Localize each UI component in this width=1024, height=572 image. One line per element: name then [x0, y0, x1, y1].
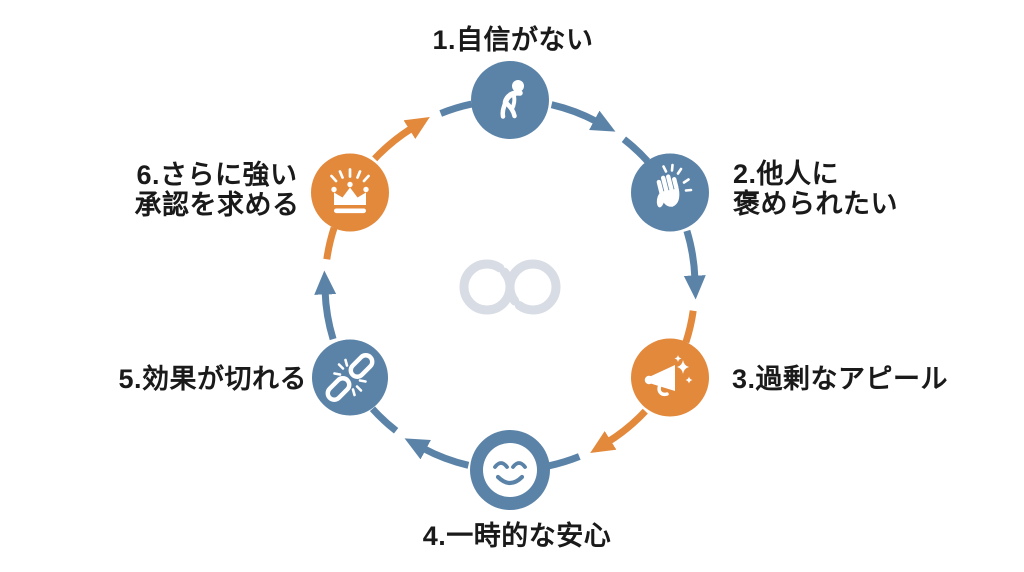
arrow-stub-6: [323, 226, 338, 260]
arrow-stub-5: [369, 406, 399, 434]
crown-icon: [330, 168, 370, 214]
arrow-4-to-5: [404, 438, 470, 469]
clapping-hands-icon: [656, 163, 693, 208]
node-5-circle: [312, 339, 388, 416]
break-sparks: [333, 358, 367, 397]
arrow-1-to-2: [550, 101, 616, 132]
step-6-line-2: 承認を求める: [134, 190, 300, 220]
node-1: [471, 61, 549, 139]
arrow-stub-1: [439, 100, 473, 117]
arrow-2-to-3: [683, 229, 706, 300]
step-5-label: 5.効果が切れる: [118, 364, 307, 394]
node-5: [312, 339, 388, 416]
node-3: [631, 338, 709, 417]
broken-chain-icon: [325, 353, 375, 402]
step-1-label: 1.自信がない: [432, 25, 593, 55]
step-2-line-2: 褒められたい: [733, 189, 898, 219]
step-1-line-1: 1.自信がない: [432, 25, 594, 55]
clap-sparks: [662, 163, 693, 192]
arrow-stub-2: [621, 136, 651, 164]
smiley-face-icon: [483, 443, 537, 497]
step-2-line-1: 2.他人に: [733, 159, 840, 189]
arrow-3-to-4: [590, 408, 648, 454]
step-6-line-1: 6.さらに強い: [136, 160, 298, 190]
dejected-person-icon: [500, 80, 524, 119]
node-2: [631, 153, 709, 232]
step-5-line-1: 5.効果が切れる: [118, 364, 307, 394]
arrow-5-to-6: [314, 270, 337, 341]
step-6-label: 6.さらに強い 承認を求める: [135, 160, 300, 220]
node-1-circle: [471, 61, 549, 139]
infinity-left-loop: [459, 259, 515, 315]
infinity-icon: [459, 259, 561, 315]
step-4-label: 4.一時的な安心: [423, 521, 612, 551]
arrow-stub-3: [682, 310, 697, 344]
megaphone-icon: [644, 355, 693, 397]
step-4-line-1: 4.一時的な安心: [422, 521, 612, 551]
step-3-line-1: 3.過剰なアピール: [732, 364, 949, 394]
crown-rays: [330, 168, 370, 183]
step-2-label: 2.他人に 褒められたい: [733, 159, 898, 219]
node-6: [311, 153, 389, 232]
step-3-label: 3.過剰なアピール: [732, 364, 948, 394]
arrow-stub-4: [547, 453, 581, 470]
arrow-6-to-1: [372, 116, 430, 162]
node-4: [470, 430, 550, 510]
infinity-right-loop: [505, 259, 561, 315]
